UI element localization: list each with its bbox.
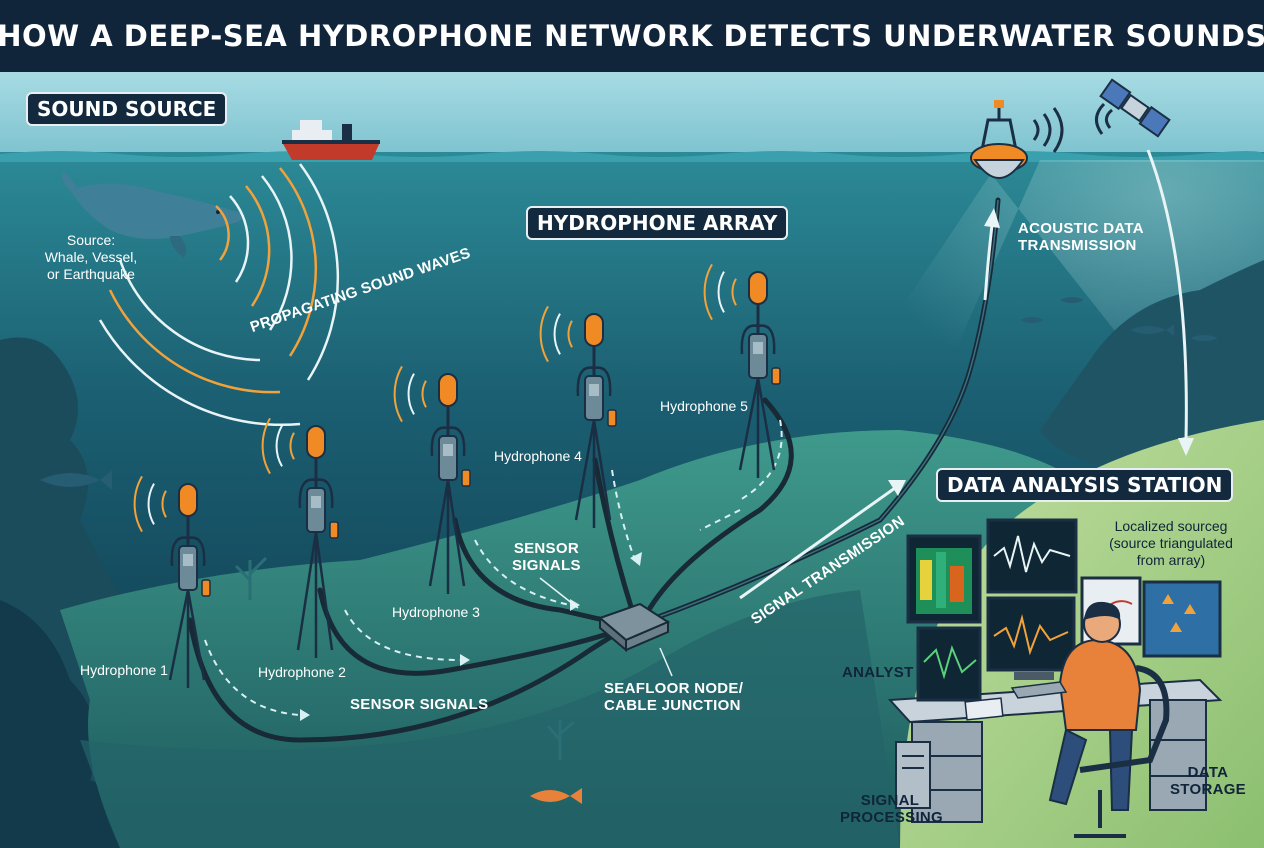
satellite-arrow xyxy=(1146,149,1188,441)
signal-transmission-arrow xyxy=(739,486,896,600)
seafloor-node-label: SEAFLOOR NODE/ CABLE JUNCTION xyxy=(604,680,744,714)
hydrophone-icon xyxy=(261,417,339,658)
signal-arrows xyxy=(204,419,783,716)
buoy-icon xyxy=(970,100,1064,179)
server-icon xyxy=(895,741,931,809)
orange-fish-icon xyxy=(530,788,582,804)
hydrophone-label: Hydrophone 2 xyxy=(258,664,346,680)
acoustic-arrow xyxy=(983,224,994,301)
hydrophone-label: Hydrophone 5 xyxy=(660,398,748,414)
sensor-signals-lower-label: SENSOR SIGNALS xyxy=(350,696,489,713)
data-analysis-station-badge: DATA ANALYSIS STATION xyxy=(936,468,1234,502)
acoustic-transmission-label: ACOUSTIC DATA TRANSMISSION xyxy=(1018,220,1144,254)
title-bar: HOW A DEEP-SEA HYDROPHONE NETWORK DETECT… xyxy=(0,0,1264,72)
localized-source-label: Localized sourceg (source triangulated f… xyxy=(1109,518,1233,568)
signal-processing-label: SIGNAL PROCESSING xyxy=(840,792,944,826)
analyst-icon xyxy=(1048,601,1170,838)
hydrophone-icon xyxy=(703,263,781,478)
ship-icon xyxy=(282,120,380,160)
left-rocks-front xyxy=(0,600,160,848)
diagram-title: HOW A DEEP-SEA HYDROPHONE NETWORK DETECT… xyxy=(0,19,1264,53)
hydrophone-icon xyxy=(133,475,211,688)
sensor-signals-upper-label: SENSOR SIGNALS xyxy=(512,540,581,574)
hydrophone-label: Hydrophone 4 xyxy=(494,448,582,464)
data-storage-label: DATA STORAGE xyxy=(1169,764,1246,798)
hydrophone-label: Hydrophone 3 xyxy=(392,604,480,620)
monitor-icon xyxy=(906,518,1222,702)
keyboard-icon xyxy=(964,681,1068,721)
hydrophone-label: Hydrophone 1 xyxy=(80,662,168,678)
hydrophone-array xyxy=(133,263,781,688)
junction-node-icon xyxy=(598,602,671,653)
analyst-label: ANALYST xyxy=(842,664,914,681)
light-rays xyxy=(760,160,1264,520)
fish-icon xyxy=(40,297,1218,490)
whale-icon xyxy=(62,172,243,258)
sound-waves xyxy=(98,163,340,426)
hydrophone-icon xyxy=(539,305,617,528)
sound-source-badge: SOUND SOURCE xyxy=(26,92,228,126)
coral-icon xyxy=(234,556,575,760)
right-rocks xyxy=(1040,260,1264,470)
satellite-icon xyxy=(1099,78,1171,138)
source-label: Source: Whale, Vessel, or Earthquake xyxy=(44,232,138,282)
seafloor-shadow xyxy=(80,590,900,848)
hydrophone-array-badge: HYDROPHONE ARRAY xyxy=(526,206,789,240)
hydrophone-icon xyxy=(393,365,471,594)
